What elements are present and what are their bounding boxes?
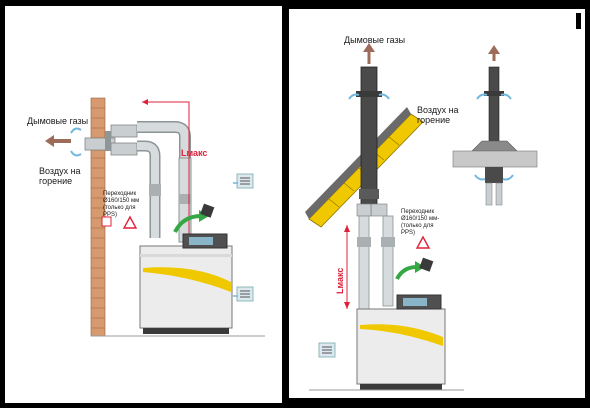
flue-gas-arrow-left [45,135,71,147]
vent-grille-icon-bottom-left [233,286,254,302]
left-diagram-svg [45,97,265,337]
lmax-dimension-right [344,225,350,309]
combustion-air-label-left: Воздух на горение [39,166,81,186]
lmax-label-left: Lмакс [181,148,208,158]
boiler-right [356,294,446,390]
boiler-left [139,233,233,334]
adapter-note-right: Переходник Ø160/150 мм- (только для PPS) [401,209,440,236]
warning-icon-left [122,215,138,229]
green-arrow-right [395,265,418,280]
vertical-flue-pipes [137,121,192,243]
damper-icon-left [200,203,215,218]
right-diagram-svg [305,13,581,391]
corner-mark [576,13,581,29]
flashing-detail [452,45,538,206]
flue-gas-label-right: Дымовые газы [344,35,406,45]
horizontal-flue-terminal [84,124,138,156]
green-arrow-left [173,214,202,233]
vertical-flue-chimney [356,66,395,317]
damper-icon-right [419,257,434,272]
lmax-label-right: Lмакс [335,267,345,294]
warning-icon-right [415,235,431,249]
air-arrows-right [348,93,390,100]
combustion-air-label-right: Воздух на горение [417,105,459,125]
vent-grille-icon-right [318,342,336,358]
flue-gas-label-left: Дымовые газы [27,116,89,126]
no-grille-icon-left [101,216,112,227]
air-arrow-left [70,127,82,157]
right-diagram-panel: Дымовые газы Воздух на горение Lмакс Пер… [289,9,585,398]
adapter-note-left: Переходник Ø160/150 мм (только для PPS) [103,191,140,218]
left-diagram-panel: Дымовые газы Воздух на горение Lмакс Пер… [5,6,282,403]
vent-grille-icon-top-left [233,173,254,189]
flue-gas-arrow-up-right [363,43,375,64]
